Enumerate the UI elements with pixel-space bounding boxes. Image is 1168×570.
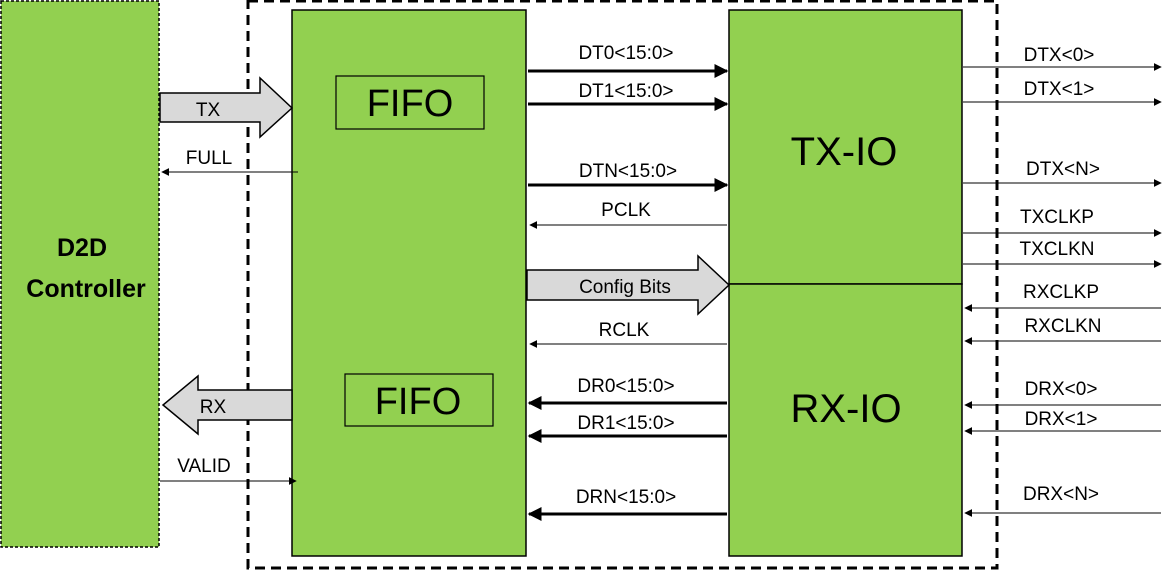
drx0-label: DRX<0> [1025, 379, 1098, 400]
dtx1-label: DTX<1> [1024, 79, 1095, 100]
fifo-block [291, 9, 527, 557]
dtxn-label: DTX<N> [1026, 159, 1100, 180]
dr1-label: DR1<15:0> [577, 413, 674, 434]
drn-label: DRN<15:0> [576, 487, 676, 508]
dt1-label: DT1<15:0> [578, 81, 673, 102]
tx-io-label: TX-IO [791, 130, 898, 174]
drxn-label: DRX<N> [1023, 484, 1099, 505]
dr0-label: DR0<15:0> [577, 376, 674, 397]
valid-label: VALID [177, 456, 231, 477]
full-label: FULL [186, 148, 232, 169]
dtx0-label: DTX<0> [1024, 45, 1095, 66]
rxclkn-label: RXCLKN [1024, 316, 1101, 337]
pclk-label: PCLK [601, 200, 651, 221]
d2d-controller-block [0, 0, 160, 548]
dt0-label: DT0<15:0> [578, 43, 673, 64]
fifo-bottom-label: FIFO [375, 381, 462, 423]
rclk-label: RCLK [599, 320, 650, 341]
fifo-top-label: FIFO [367, 83, 454, 125]
fifo-bottom-box [344, 373, 494, 427]
rx-io-label: RX-IO [790, 387, 901, 431]
config-bits-label: Config Bits [579, 277, 671, 298]
config-bits-arrow [526, 254, 731, 316]
fifo-top-box [335, 75, 485, 130]
controller-label-line1: D2D [57, 234, 107, 262]
tx-io-block [728, 9, 963, 285]
rx-io-block [728, 283, 963, 557]
rx-block-arrow [161, 374, 293, 436]
controller-label-line2: Controller [26, 275, 146, 303]
dtn-label: DTN<15:0> [579, 161, 677, 182]
phy-boundary [246, 0, 999, 570]
tx-label: TX [196, 100, 221, 121]
drx1-label: DRX<1> [1025, 409, 1098, 430]
tx-block-arrow [159, 76, 294, 139]
txclkn-label: TXCLKN [1020, 239, 1095, 260]
txclkp-label: TXCLKP [1020, 207, 1094, 228]
rx-label: RX [200, 397, 227, 418]
rxclkp-label: RXCLKP [1023, 282, 1099, 303]
